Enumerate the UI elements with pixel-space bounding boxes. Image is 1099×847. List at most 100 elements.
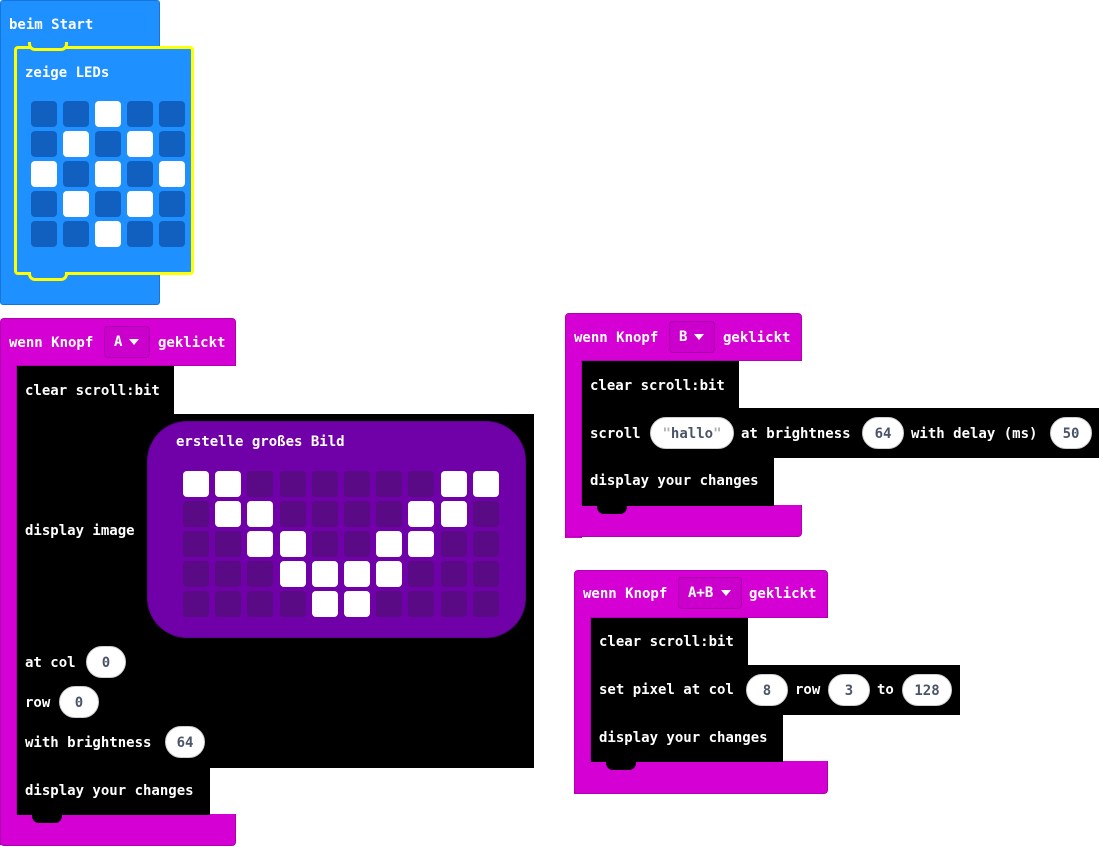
big-image-cell[interactable] xyxy=(247,591,274,617)
big-image-cell[interactable] xyxy=(408,591,435,617)
chevron-down-icon xyxy=(694,334,704,340)
big-image-cell[interactable] xyxy=(440,591,467,617)
big-image-cell[interactable] xyxy=(215,561,242,587)
big-image-cell[interactable] xyxy=(215,471,242,497)
col-input[interactable]: 0 xyxy=(86,646,126,678)
big-image-cell[interactable] xyxy=(183,531,209,557)
button-ab-dropdown[interactable]: A+B xyxy=(678,577,742,609)
led-cell[interactable] xyxy=(159,101,185,127)
led-cell[interactable] xyxy=(127,161,153,187)
block-b-bottom-notch xyxy=(597,505,627,514)
big-image-cell[interactable] xyxy=(344,561,370,587)
display-image-label: display image xyxy=(25,523,135,539)
clear-scrollbit-block-b[interactable] xyxy=(582,361,739,409)
led-cell[interactable] xyxy=(127,101,153,127)
led-cell[interactable] xyxy=(63,221,89,247)
big-image-cell[interactable] xyxy=(279,531,306,557)
clear-scrollbit-block-a[interactable] xyxy=(17,366,174,415)
big-image-cell[interactable] xyxy=(376,561,403,587)
brightness-input-b[interactable]: 64 xyxy=(862,417,904,449)
led-cell[interactable] xyxy=(159,221,185,247)
big-image-cell[interactable] xyxy=(247,561,274,587)
big-image-cell[interactable] xyxy=(183,501,209,527)
big-image-cell[interactable] xyxy=(472,591,499,617)
big-image-cell[interactable] xyxy=(408,471,435,497)
big-image-cell[interactable] xyxy=(440,471,467,497)
delay-input[interactable]: 50 xyxy=(1050,417,1092,449)
pixel-col-input[interactable]: 8 xyxy=(746,674,788,706)
big-image-cell[interactable] xyxy=(472,471,499,497)
led-cell[interactable] xyxy=(95,101,121,127)
big-image-cell[interactable] xyxy=(440,501,467,527)
display-changes-block-a[interactable] xyxy=(17,767,210,815)
big-image-cell[interactable] xyxy=(344,591,370,617)
big-image-cell[interactable] xyxy=(183,561,209,587)
big-image-cell[interactable] xyxy=(311,531,338,557)
big-image-cell[interactable] xyxy=(376,471,403,497)
big-image-cell[interactable] xyxy=(183,591,209,617)
led-cell[interactable] xyxy=(159,191,185,217)
clear-scrollbit-block-ab[interactable] xyxy=(591,618,748,666)
big-image-cell[interactable] xyxy=(183,471,209,497)
big-image-cell[interactable] xyxy=(472,501,499,527)
big-image-cell[interactable] xyxy=(279,471,306,497)
big-image-cell[interactable] xyxy=(472,561,499,587)
led-cell[interactable] xyxy=(63,101,89,127)
big-image-cell[interactable] xyxy=(215,591,242,617)
big-image-cell[interactable] xyxy=(376,531,403,557)
brightness-input-a[interactable]: 64 xyxy=(165,726,205,758)
led-cell[interactable] xyxy=(31,221,57,247)
scroll-label: scroll xyxy=(590,426,641,442)
big-image-cell[interactable] xyxy=(344,501,370,527)
row-input[interactable]: 0 xyxy=(59,686,99,718)
big-image-cell[interactable] xyxy=(408,501,435,527)
big-image-cell[interactable] xyxy=(279,561,306,587)
pixel-row-input[interactable]: 3 xyxy=(828,674,870,706)
scroll-text-input[interactable]: "hallo" xyxy=(650,417,734,449)
big-image-cell[interactable] xyxy=(440,531,467,557)
led-cell[interactable] xyxy=(159,131,185,157)
led-cell[interactable] xyxy=(95,191,121,217)
set-pixel-label: set pixel at col xyxy=(599,682,734,698)
big-image-cell[interactable] xyxy=(408,561,435,587)
led-cell[interactable] xyxy=(95,131,121,157)
big-image-cell[interactable] xyxy=(408,531,435,557)
pixel-value-input[interactable]: 128 xyxy=(902,674,952,706)
display-changes-label-ab: display your changes xyxy=(599,730,768,746)
led-cell[interactable] xyxy=(31,161,57,187)
led-cell[interactable] xyxy=(31,101,57,127)
big-image-cell[interactable] xyxy=(247,501,274,527)
button-a-dropdown[interactable]: A xyxy=(104,326,150,358)
led-cell[interactable] xyxy=(63,161,89,187)
led-cell[interactable] xyxy=(127,131,153,157)
big-image-cell[interactable] xyxy=(311,501,338,527)
led-cell[interactable] xyxy=(31,131,57,157)
big-image-cell[interactable] xyxy=(344,471,370,497)
big-image-cell[interactable] xyxy=(311,561,338,587)
led-cell[interactable] xyxy=(127,191,153,217)
big-image-cell[interactable] xyxy=(215,501,242,527)
big-image-cell[interactable] xyxy=(279,591,306,617)
display-changes-block-ab[interactable] xyxy=(591,714,783,762)
led-cell[interactable] xyxy=(127,221,153,247)
button-a-event-spine xyxy=(0,365,17,845)
big-image-cell[interactable] xyxy=(247,531,274,557)
big-image-cell[interactable] xyxy=(440,561,467,587)
led-cell[interactable] xyxy=(31,191,57,217)
big-image-cell[interactable] xyxy=(472,531,499,557)
big-image-cell[interactable] xyxy=(376,501,403,527)
led-cell[interactable] xyxy=(63,131,89,157)
display-changes-block-b[interactable] xyxy=(582,457,774,506)
led-cell[interactable] xyxy=(95,221,121,247)
big-image-cell[interactable] xyxy=(247,471,274,497)
big-image-cell[interactable] xyxy=(376,591,403,617)
big-image-cell[interactable] xyxy=(279,501,306,527)
big-image-cell[interactable] xyxy=(344,531,370,557)
button-b-dropdown[interactable]: B xyxy=(669,321,715,353)
led-cell[interactable] xyxy=(159,161,185,187)
big-image-cell[interactable] xyxy=(311,591,338,617)
led-cell[interactable] xyxy=(95,161,121,187)
led-cell[interactable] xyxy=(63,191,89,217)
big-image-cell[interactable] xyxy=(215,531,242,557)
big-image-cell[interactable] xyxy=(311,471,338,497)
